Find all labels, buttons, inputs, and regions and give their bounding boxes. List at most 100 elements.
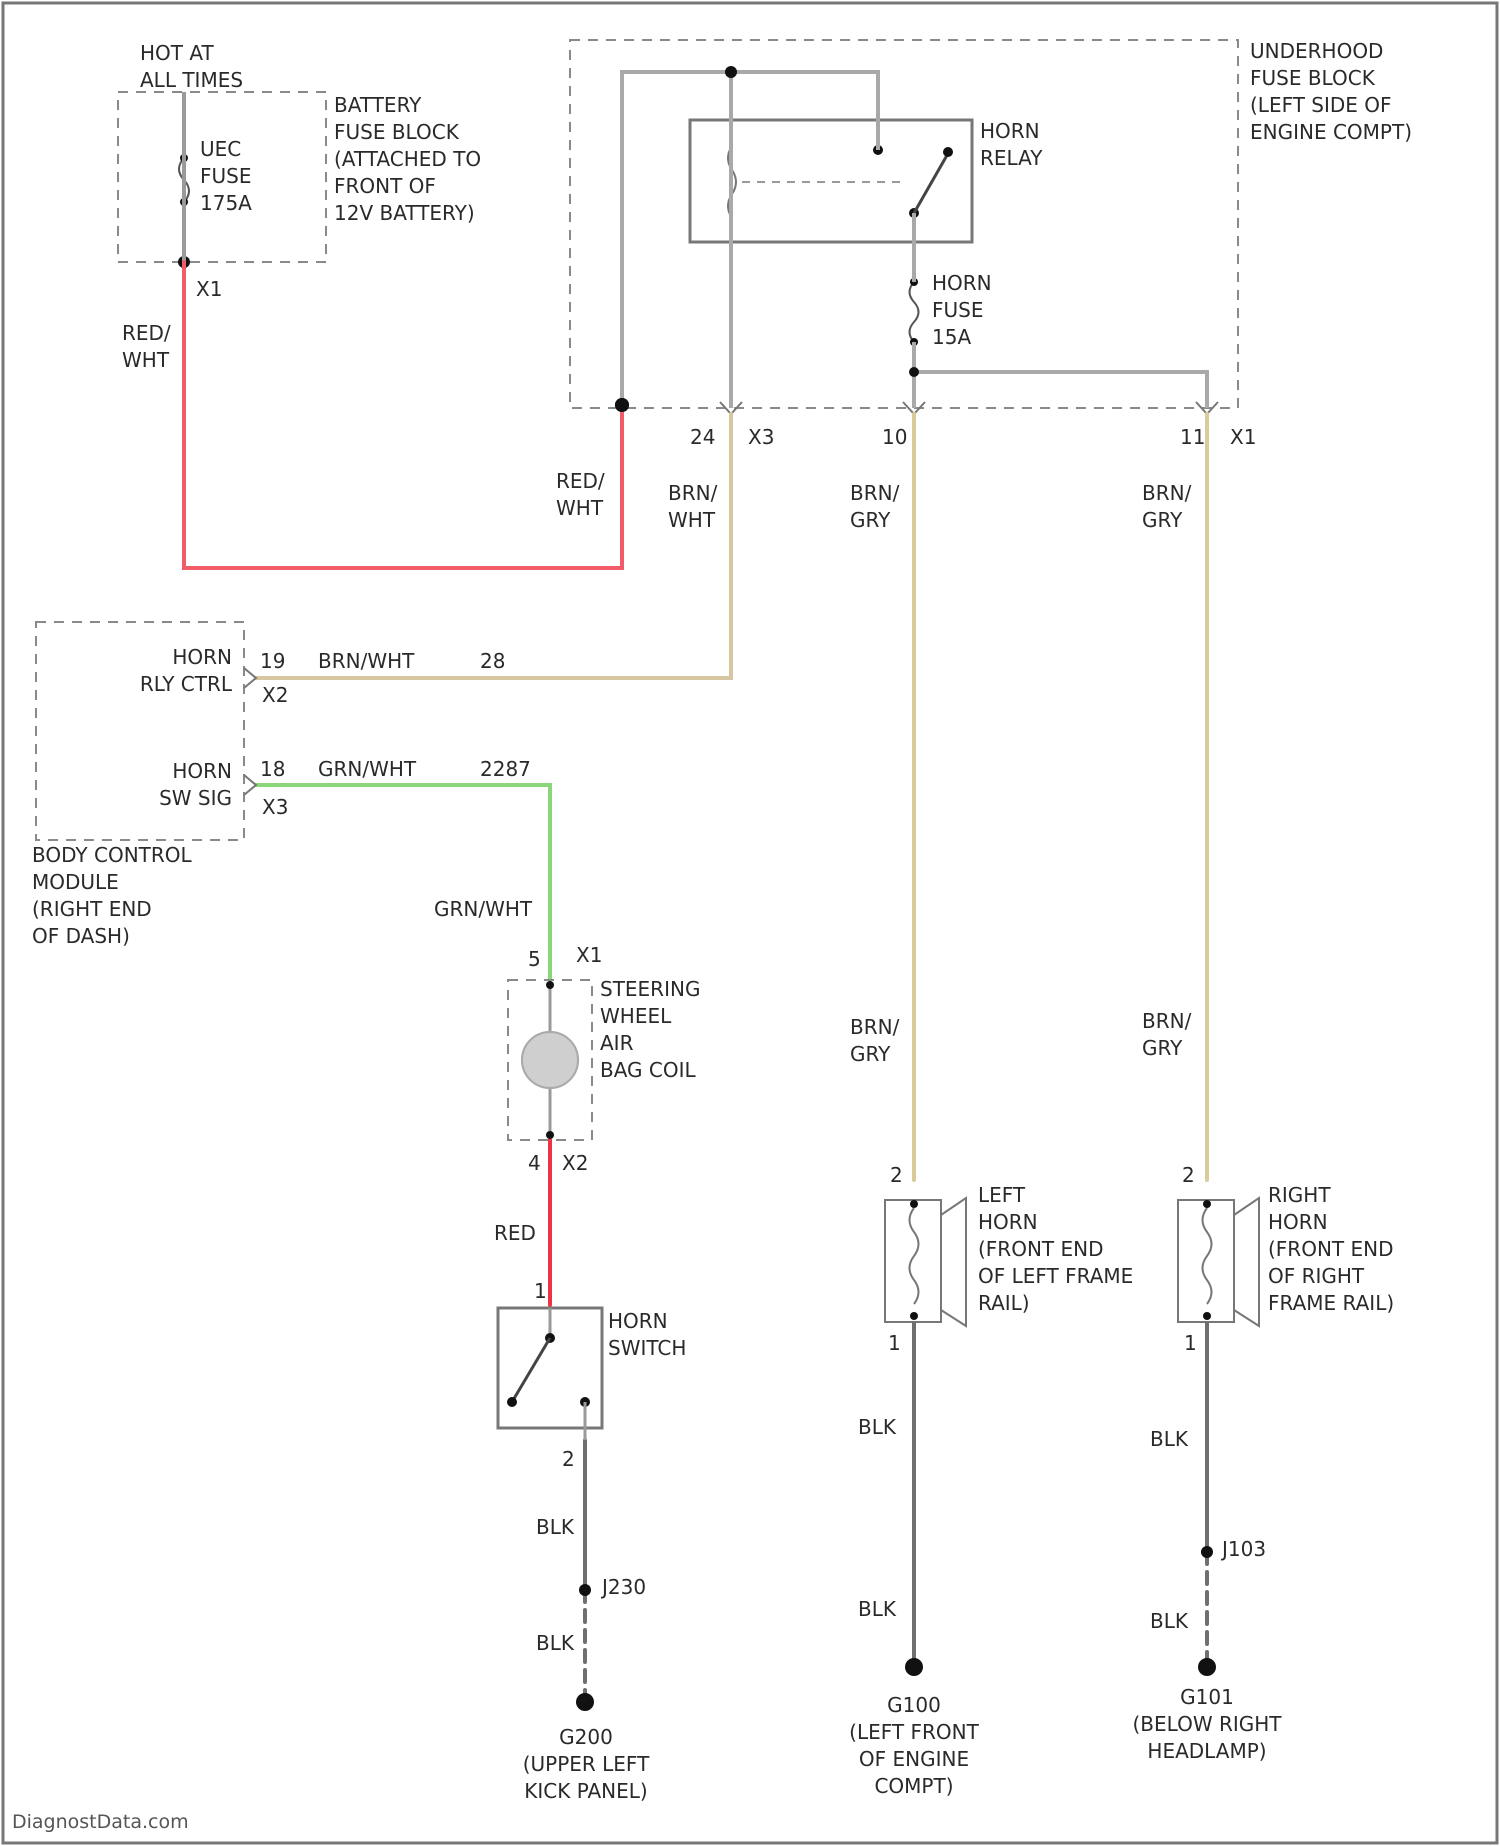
label-line: BLK	[536, 1631, 575, 1655]
label-line: RAIL)	[978, 1291, 1030, 1315]
label-brn-gry-top-right: BRN/GRY	[1142, 481, 1192, 532]
label-line: ALL TIMES	[140, 68, 243, 92]
label-brn-wht-vert: BRN/WHT	[668, 481, 718, 532]
label-line: X2	[262, 683, 288, 707]
right-horn	[1178, 1198, 1259, 1326]
label-grn-wht-vert: GRN/WHT	[434, 897, 533, 921]
switch-contact-dot	[507, 1397, 517, 1407]
label-line: BAG COIL	[600, 1058, 697, 1082]
watermark: DiagnostData.com	[12, 1811, 189, 1833]
label-brn-gry-bot-left: BRN/GRY	[850, 1015, 900, 1066]
label-line: X3	[748, 425, 774, 449]
label-line: 11	[1180, 425, 1205, 449]
horn-pin-dot	[1203, 1200, 1211, 1208]
label-line: J230	[600, 1575, 646, 1599]
label-line: HORN	[172, 759, 232, 783]
label-bcm-circ-2287: 2287	[480, 757, 531, 781]
label-line: X1	[576, 943, 602, 967]
label-bcm-brn-wht: BRN/WHT	[318, 649, 415, 673]
label-bcm-horn-sw: HORNSW SIG	[159, 759, 232, 810]
label-line: 1	[1184, 1331, 1197, 1355]
label-line: J103	[1220, 1537, 1266, 1561]
underhood-fuse-block-outline	[570, 40, 1238, 408]
label-blk-sw-2: BLK	[536, 1631, 575, 1655]
label-line: 19	[260, 649, 285, 673]
label-line: (LEFT SIDE OF	[1250, 93, 1392, 117]
label-line: FUSE	[932, 298, 983, 322]
label-line: (FRONT END	[1268, 1237, 1393, 1261]
label-line: RIGHT	[1268, 1183, 1331, 1207]
label-brn-gry-bot-right: BRN/GRY	[1142, 1009, 1192, 1060]
steering-wheel-air-bag-coil	[508, 980, 592, 1140]
label-line: RED/	[556, 469, 605, 493]
label-coil-pin-4: 4	[528, 1151, 541, 1175]
label-red-vert: RED	[494, 1221, 536, 1245]
label-line: 1	[534, 1279, 547, 1303]
label-line: 12V BATTERY)	[334, 201, 475, 225]
label-line: X3	[262, 795, 288, 819]
left-horn	[885, 1198, 966, 1326]
label-rh-pin-2: 2	[1182, 1163, 1195, 1187]
label-line: MODULE	[32, 870, 119, 894]
horn-pin-dot	[910, 1312, 918, 1320]
label-line: HORN	[172, 645, 232, 669]
label-line: BRN/WHT	[318, 649, 415, 673]
label-line: HEADLAMP)	[1147, 1739, 1266, 1763]
label-x3-uh: X3	[748, 425, 774, 449]
label-red-white-1: RED/WHT	[122, 321, 171, 372]
label-line: HOT AT	[140, 41, 214, 65]
label-line: BLK	[1150, 1609, 1189, 1633]
label-blk-lh-1: BLK	[858, 1415, 897, 1439]
label-bcm-pin-19: 19	[260, 649, 285, 673]
label-line: 2	[890, 1163, 903, 1187]
label-pin-10: 10	[882, 425, 907, 449]
label-blk-rh-1: BLK	[1150, 1427, 1189, 1451]
left-horn-bell	[941, 1198, 966, 1326]
label-g200: G200(UPPER LEFTKICK PANEL)	[523, 1725, 650, 1803]
relay-switch-arm	[914, 150, 950, 213]
label-line: STEERING	[600, 977, 700, 1001]
label-line: HORN	[608, 1309, 668, 1333]
label-line: 10	[882, 425, 907, 449]
label-line: RED/	[122, 321, 171, 345]
label-line: AIR	[600, 1031, 634, 1055]
label-brn-gry-top-left: BRN/GRY	[850, 481, 900, 532]
ground-g101-dot	[1198, 1658, 1216, 1676]
label-bcm-pin-18: 18	[260, 757, 285, 781]
label-line: BLK	[536, 1515, 575, 1539]
label-line: RELAY	[980, 146, 1043, 170]
right-horn-body	[1178, 1200, 1234, 1322]
label-line: GRY	[1142, 508, 1183, 532]
label-bcm-grn-wht: GRN/WHT	[318, 757, 417, 781]
label-blk-sw-1: BLK	[536, 1515, 575, 1539]
label-line: G200	[559, 1725, 613, 1749]
splice-j103-dot	[1201, 1546, 1213, 1558]
label-line: FRONT OF	[334, 174, 436, 198]
label-line: 24	[690, 425, 715, 449]
label-blk-rh-2: BLK	[1150, 1609, 1189, 1633]
relay-contact-dot	[943, 147, 953, 157]
splice-dot	[725, 66, 737, 78]
label-g100: G100(LEFT FRONTOF ENGINECOMPT)	[849, 1693, 979, 1798]
underhood-fuse-block	[570, 40, 1238, 408]
label-line: OF ENGINE	[859, 1747, 969, 1771]
label-line: LEFT	[978, 1183, 1026, 1207]
label-line: GRY	[850, 1042, 891, 1066]
label-bcm-label: BODY CONTROLMODULE(RIGHT ENDOF DASH)	[32, 843, 193, 948]
label-line: WHT	[668, 508, 716, 532]
x3-splice-dot	[615, 398, 629, 412]
label-line: 4	[528, 1151, 541, 1175]
label-rh-pin-1: 1	[1184, 1331, 1197, 1355]
relay-feed-wire	[622, 72, 878, 405]
clockspring-symbol	[522, 1032, 578, 1088]
ground-g200-dot	[576, 1693, 594, 1711]
splice-j230-dot	[579, 1584, 591, 1596]
label-line: UNDERHOOD	[1250, 39, 1383, 63]
label-line: FRAME RAIL)	[1268, 1291, 1394, 1315]
